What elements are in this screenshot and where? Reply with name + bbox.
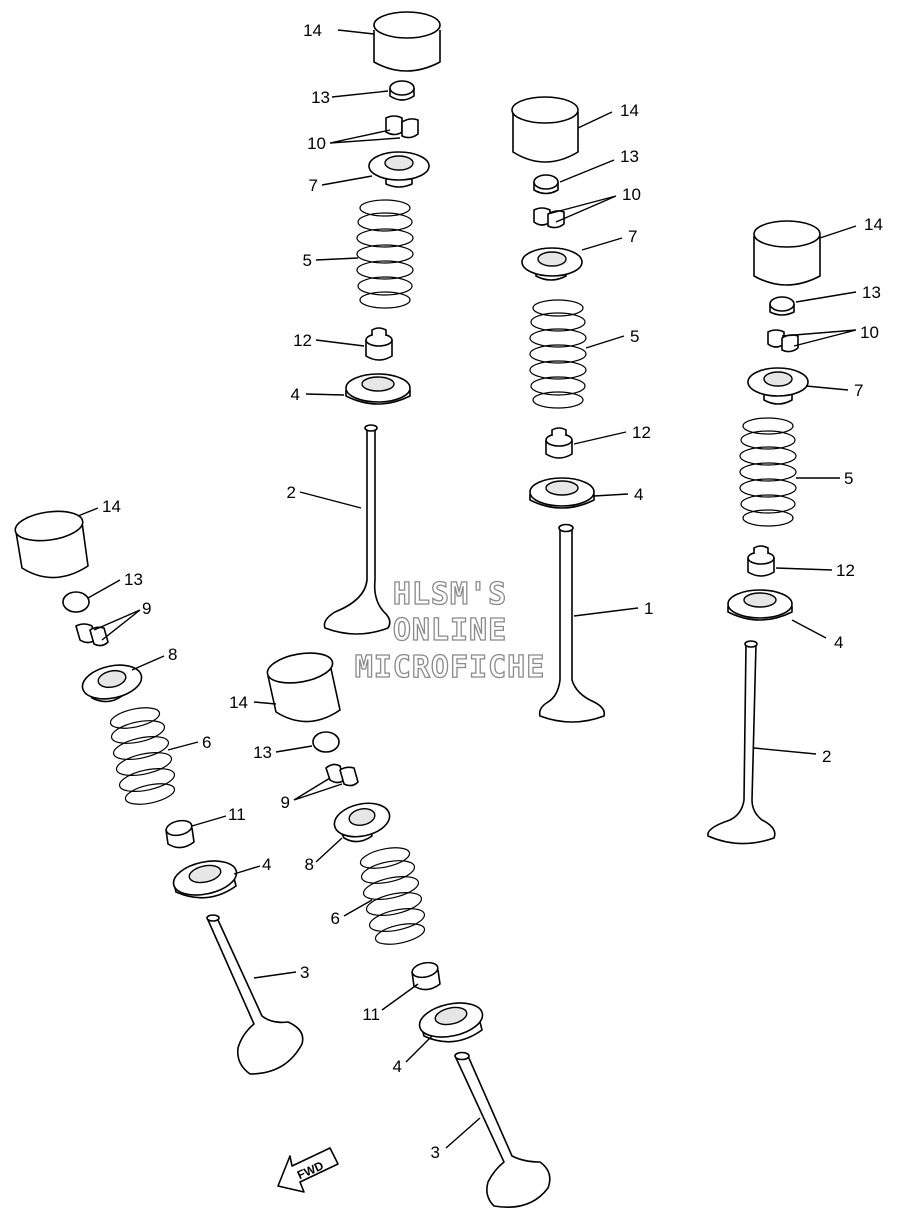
valve-column-center-right: 14 13 10 7 5 12 4 1	[511, 96, 653, 723]
adjusting-shim	[62, 591, 90, 613]
callout-spring-seat: 4	[634, 485, 643, 504]
valve-spring-retainer	[368, 151, 430, 188]
callout-shim: 13	[124, 570, 143, 589]
valve-spring-retainer	[333, 802, 391, 843]
valve-column-upper-center: 14 13 10 7 5 12 4 2	[287, 11, 441, 635]
valve-column-lower-center: 14 13 9 8 6 11 4 3	[229, 652, 551, 1208]
watermark-line-3: MICROFICHE	[355, 650, 546, 685]
callout-tappet: 14	[864, 215, 883, 234]
watermark: HLSM'S ONLINE MICROFICHE	[354, 576, 546, 685]
valve-spring	[529, 299, 587, 409]
valve-cotter	[325, 763, 359, 787]
valve-spring	[739, 417, 797, 527]
callout-cotter: 9	[281, 793, 290, 812]
valve-spring-seat	[727, 589, 793, 621]
callout-cotter: 10	[307, 134, 326, 153]
valve-cotter	[385, 115, 419, 139]
valve-spring-seat	[172, 860, 238, 899]
tappet-bucket	[753, 220, 821, 286]
callout-shim: 13	[862, 283, 881, 302]
valve-spring-retainer	[747, 367, 809, 405]
adjusting-shim	[389, 80, 415, 101]
intake-valve	[538, 523, 606, 723]
callout-spring: 5	[303, 251, 312, 270]
callout-spring-seat: 4	[291, 385, 300, 404]
callout-stem-seal: 12	[293, 331, 312, 350]
valve-column-left: 14 13 9 8 6 11 4 3	[14, 497, 309, 1075]
valve-cotter	[767, 329, 799, 353]
tappet-bucket	[266, 652, 341, 723]
callout-shim: 13	[311, 88, 330, 107]
callout-retainer: 8	[305, 855, 314, 874]
callout-stem-seal: 11	[228, 805, 246, 824]
callout-tappet: 14	[620, 101, 639, 120]
callout-cotter: 10	[622, 185, 641, 204]
callout-spring: 6	[331, 909, 340, 928]
callout-valve: 1	[644, 599, 653, 618]
valve-column-right: 14 13 10 7 5 12 4 2	[707, 215, 883, 845]
callout-cotter: 10	[860, 323, 879, 342]
callout-spring-seat: 4	[393, 1057, 402, 1076]
valve-spring	[359, 847, 426, 945]
valve-stem-seal	[165, 819, 195, 849]
watermark-line-1: HLSM'S	[393, 577, 507, 612]
tappet-bucket	[14, 510, 89, 579]
exhaust-valve	[707, 640, 776, 845]
valve-spring-seat	[345, 373, 411, 405]
callout-valve: 3	[300, 963, 309, 982]
valve-spring-retainer	[521, 247, 583, 281]
callout-shim: 13	[253, 743, 272, 762]
valve-stem-seal	[545, 427, 573, 459]
callout-tappet: 14	[102, 497, 121, 516]
callout-valve: 2	[287, 483, 296, 502]
callout-spring-seat: 4	[834, 633, 843, 652]
valve-spring-seat	[529, 477, 595, 509]
valve-spring	[109, 707, 176, 805]
callout-spring: 5	[844, 469, 853, 488]
callout-retainer: 8	[168, 645, 177, 664]
valve-cotter	[533, 207, 565, 229]
callout-valve: 3	[431, 1143, 440, 1162]
callout-stem-seal: 12	[836, 561, 855, 580]
adjusting-shim	[312, 731, 340, 753]
valve-spring-retainer	[81, 664, 143, 703]
tappet-bucket	[511, 96, 579, 163]
valve-stem-seal	[747, 545, 775, 577]
tappet-bucket	[373, 11, 441, 72]
callout-tappet: 14	[229, 693, 248, 712]
adjusting-shim	[533, 174, 559, 195]
watermark-line-2: ONLINE	[393, 613, 507, 648]
forward-direction-arrow: FWD	[277, 1147, 339, 1193]
callout-spring-seat: 4	[262, 855, 271, 874]
adjusting-shim	[769, 296, 795, 316]
callout-stem-seal: 11	[362, 1005, 380, 1024]
intake-valve	[206, 914, 304, 1075]
intake-valve	[454, 1051, 551, 1208]
callout-stem-seal: 12	[632, 423, 651, 442]
callout-retainer: 7	[309, 176, 318, 195]
valve-spring	[356, 199, 414, 309]
callout-cotter: 9	[142, 599, 151, 618]
valve-cotter	[75, 623, 109, 647]
callout-valve: 2	[822, 747, 831, 766]
callout-tappet: 14	[303, 21, 322, 40]
callout-retainer: 7	[628, 227, 637, 246]
valve-spring-seat	[418, 1002, 484, 1043]
valve-stem-seal	[365, 327, 393, 361]
callout-shim: 13	[620, 147, 639, 166]
exhaust-valve	[323, 424, 391, 635]
callout-retainer: 7	[854, 381, 863, 400]
callout-spring: 5	[630, 327, 639, 346]
callout-spring: 6	[202, 733, 211, 752]
